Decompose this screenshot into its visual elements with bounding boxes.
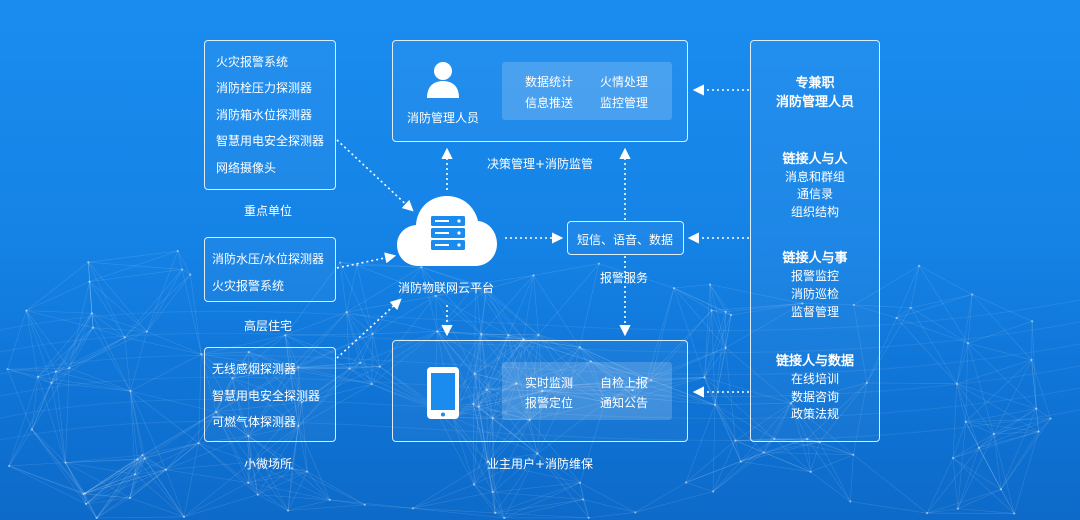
manager-function: 火情处理 — [600, 75, 649, 89]
section-item: 消防巡检 — [790, 287, 839, 301]
arrow-small-venue-to-cloud — [336, 298, 402, 359]
owner-function: 自检上报 — [600, 376, 649, 390]
key-unit-caption: 重点单位 — [244, 204, 293, 218]
staff-title: 消防管理人员 — [775, 95, 854, 110]
section-item: 在线培训 — [790, 372, 839, 386]
key-unit-box — [204, 40, 336, 190]
highrise-item: 消防水压/水位探测器 — [212, 252, 325, 266]
arrow-highrise-to-cloud — [336, 252, 397, 269]
owner-function: 通知公告 — [600, 396, 649, 410]
section-title: 链接人与人 — [782, 152, 848, 167]
section-item: 政策法规 — [790, 407, 839, 421]
connector-arrows — [336, 84, 749, 398]
small-venue-item: 可燃气体探测器 — [212, 415, 297, 429]
manager-label: 消防管理人员 — [407, 111, 480, 125]
key-unit-item: 消防栓压力探测器 — [216, 81, 313, 95]
small-venue-box — [204, 347, 336, 442]
owner-caption: 业主用户+消防维保 — [487, 457, 594, 471]
alarm-box — [567, 221, 684, 255]
manager-function: 信息推送 — [525, 96, 574, 110]
key-unit-item: 火灾报警系统 — [216, 55, 289, 69]
cloud-label: 消防物联网云平台 — [398, 281, 495, 295]
highrise-item: 火灾报警系统 — [212, 279, 285, 293]
key-unit-item: 消防箱水位探测器 — [216, 108, 313, 122]
server-icon — [431, 216, 465, 250]
phone-icon — [426, 366, 460, 420]
section-title: 链接人与事 — [782, 251, 848, 266]
section-item: 组织结构 — [790, 205, 839, 219]
manager-function: 数据统计 — [525, 75, 574, 89]
manager-function-panel — [502, 62, 672, 120]
small-venue-item: 无线感烟探测器 — [212, 362, 297, 376]
staff-title: 专兼职 — [795, 76, 835, 91]
section-item: 报警监控 — [790, 269, 839, 283]
alarm-label: 短信、语音、数据 — [577, 233, 674, 247]
staff-panel-box — [750, 40, 880, 442]
owner-function: 实时监测 — [525, 376, 574, 390]
section-item: 通信录 — [796, 187, 833, 201]
owner-function-panel — [502, 362, 672, 420]
section-item: 数据咨询 — [790, 390, 839, 404]
small-venue-caption: 小微场所 — [244, 457, 293, 471]
person-icon — [426, 60, 460, 98]
section-item: 监督管理 — [790, 305, 839, 319]
section-title: 链接人与数据 — [775, 354, 854, 369]
key-unit-item: 智慧用电安全探测器 — [216, 134, 325, 148]
highrise-box — [204, 237, 336, 302]
arrow-key-unit-to-cloud — [336, 139, 414, 212]
small-venue-item: 智慧用电安全探测器 — [212, 389, 321, 403]
highrise-caption: 高层住宅 — [244, 319, 293, 333]
manager-function: 监控管理 — [600, 96, 649, 110]
section-item: 消息和群组 — [784, 170, 845, 184]
manager-caption: 决策管理+消防监管 — [487, 157, 594, 171]
owner-function: 报警定位 — [525, 396, 574, 410]
alarm-caption: 报警服务 — [600, 271, 649, 285]
key-unit-item: 网络摄像头 — [216, 161, 277, 175]
